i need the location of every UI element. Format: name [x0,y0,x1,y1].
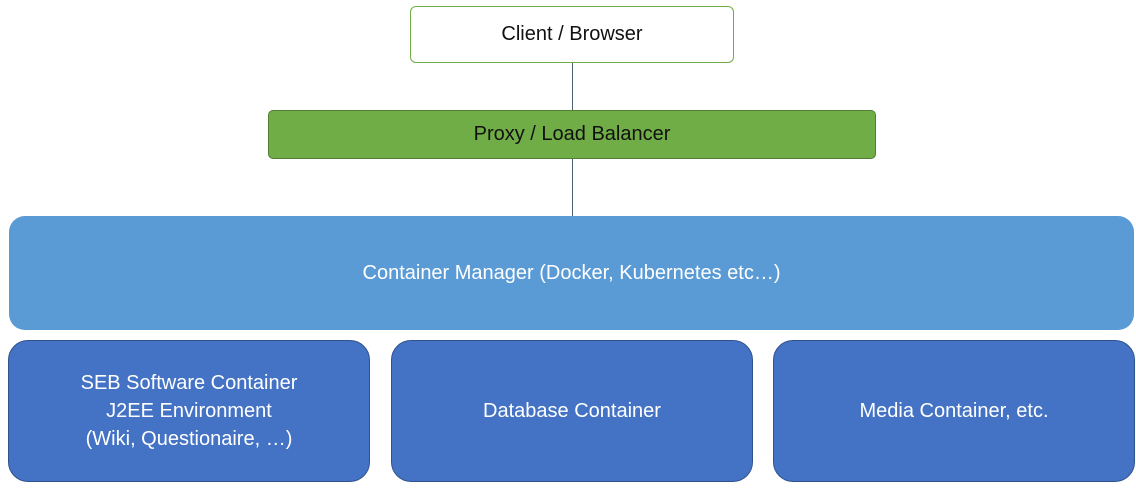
client-browser-box: Client / Browser [410,6,734,63]
database-container-label: Database Container [483,400,661,422]
connector-client-proxy [572,63,573,110]
seb-container-line-1: SEB Software Container [80,372,298,394]
seb-container-line-3: (Wiki, Questionaire, …) [85,428,293,450]
seb-software-container-box: SEB Software Container J2EE Environment … [8,340,370,482]
seb-container-line-2: J2EE Environment [106,400,272,422]
proxy-load-balancer-box: Proxy / Load Balancer [268,110,876,159]
container-manager-box: Container Manager (Docker, Kubernetes et… [9,216,1134,330]
media-container-label: Media Container, etc. [859,400,1049,422]
container-manager-label: Container Manager (Docker, Kubernetes et… [362,261,781,284]
database-container-box: Database Container [391,340,753,482]
proxy-load-balancer-label: Proxy / Load Balancer [473,123,671,145]
client-browser-label: Client / Browser [501,23,643,45]
connector-proxy-manager [572,159,573,216]
media-container-box: Media Container, etc. [773,340,1135,482]
